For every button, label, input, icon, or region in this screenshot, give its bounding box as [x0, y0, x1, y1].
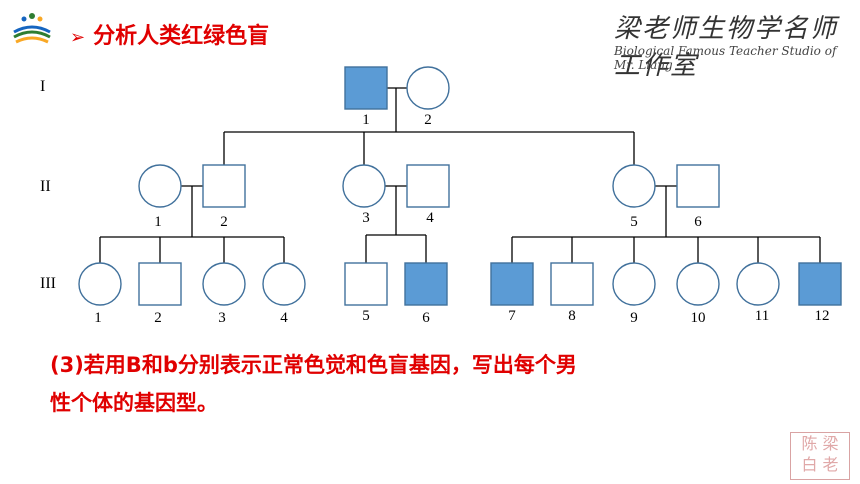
male-square	[676, 164, 720, 208]
brand-english: Biological Famous Teacher Studio of Mr. …	[614, 44, 837, 72]
individual-number: 2	[220, 214, 228, 230]
slide-title: ➢ 分析人类红绿色盲	[70, 18, 269, 50]
pedigree-lines	[99, 87, 821, 263]
generation-label-i: I	[40, 78, 46, 95]
female-circle	[676, 262, 720, 306]
individual-number: 7	[508, 308, 516, 324]
individual-number: 6	[694, 214, 702, 230]
individual-number: 4	[426, 210, 434, 226]
male-square	[202, 164, 246, 208]
male-square	[138, 262, 182, 306]
slide-title-text: 分析人类红绿色盲	[93, 24, 270, 49]
individual-number: 3	[362, 210, 370, 226]
individual-number: 1	[154, 214, 162, 230]
individual-number: 9	[630, 310, 638, 326]
female-circle	[406, 66, 450, 110]
pedigree-individuals	[78, 66, 842, 306]
female-circle	[342, 164, 386, 208]
question-line-2: 性个体的基因型。	[50, 391, 218, 415]
generation-label-iii: III	[40, 275, 56, 292]
male-square	[550, 262, 594, 306]
question-line-1: (3)若用B和b分别表示正常色觉和色盲基因，写出每个男	[50, 353, 577, 377]
question-text: (3)若用B和b分别表示正常色觉和色盲基因，写出每个男 性个体的基因型。	[50, 346, 810, 422]
arrow-bullet-icon: ➢	[70, 27, 86, 48]
female-circle	[202, 262, 246, 306]
individual-number: 6	[422, 310, 430, 326]
individual-number: 12	[815, 308, 830, 324]
school-logo	[8, 10, 56, 46]
male-square	[344, 262, 388, 306]
individual-number: 3	[218, 310, 226, 326]
male-square	[406, 164, 450, 208]
female-circle	[612, 262, 656, 306]
individual-number: 5	[362, 308, 370, 324]
individual-number: 1	[362, 112, 370, 128]
affected-male-square	[404, 262, 448, 306]
individual-number: 2	[424, 112, 432, 128]
individual-number: 4	[280, 310, 288, 326]
brand-chinese: 梁老师生物学名师工作室	[614, 14, 839, 81]
female-circle	[612, 164, 656, 208]
individual-number: 10	[691, 310, 706, 326]
affected-male-square	[490, 262, 534, 306]
female-circle	[138, 164, 182, 208]
seal-stamp: 陈 梁白 老	[790, 432, 850, 480]
individual-number: 8	[568, 308, 576, 324]
female-circle	[262, 262, 306, 306]
female-circle	[78, 262, 122, 306]
individual-number: 2	[154, 310, 162, 326]
individual-number: 1	[94, 310, 102, 326]
affected-male-square	[798, 262, 842, 306]
studio-brand: 梁老师生物学名师工作室 Biological Famous Teacher St…	[614, 4, 854, 81]
individual-number: 5	[630, 214, 638, 230]
female-circle	[736, 262, 780, 306]
individual-number: 11	[755, 308, 769, 324]
affected-male-square	[344, 66, 388, 110]
generation-label-ii: II	[40, 178, 51, 195]
